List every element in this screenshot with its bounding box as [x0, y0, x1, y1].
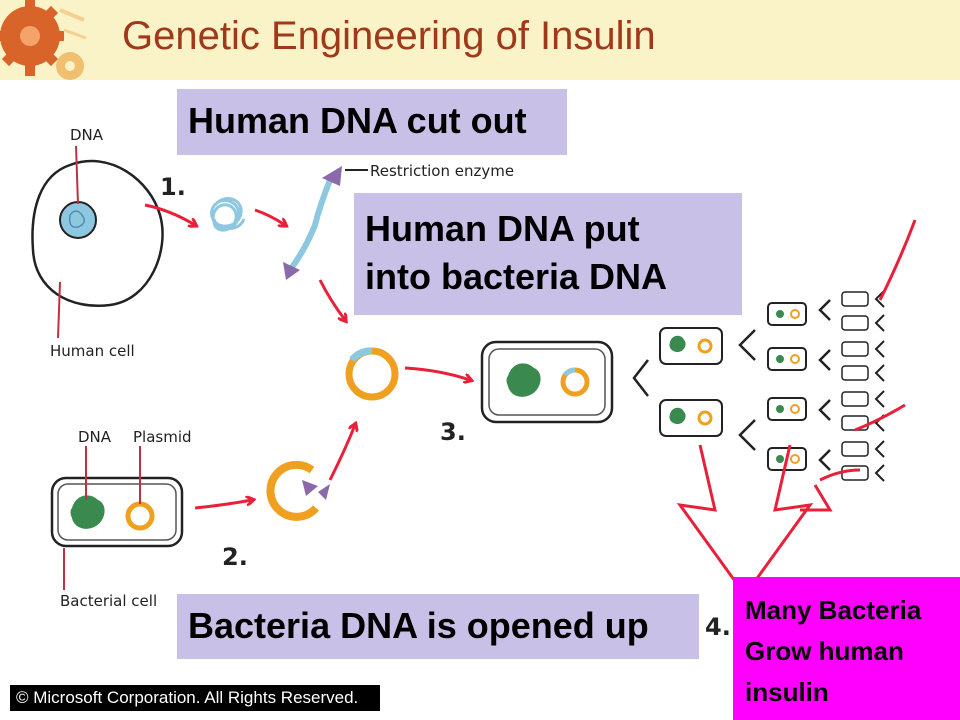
step-2-number: 2.	[222, 543, 248, 571]
callout-grow-line-3: insulin	[745, 677, 829, 707]
step-4-number: 4.	[705, 613, 731, 641]
enzyme-cut-top-icon	[302, 480, 318, 496]
label-bacterial-cell: Bacterial cell	[60, 592, 157, 610]
step-1-number: 1.	[160, 173, 186, 201]
enzyme-top-icon	[322, 166, 342, 186]
arrow-bacterium-to-open	[194, 500, 252, 510]
bacteria-gen-3	[767, 302, 807, 471]
opened-plasmid	[266, 460, 319, 521]
insulin-process-diagram: DNA Human cell 1. Restriction enzyme DNA…	[31, 126, 917, 641]
callout-bacteria-opened: Bacteria DNA is opened up	[177, 594, 699, 659]
dividing-bacteria	[632, 299, 831, 471]
recombinant-bacterium	[480, 340, 614, 424]
arrow-dna-to-fragment	[254, 208, 285, 225]
label-plasmid: Plasmid	[133, 428, 192, 446]
callout-grow-insulin: Many Bacteria Grow human insulin	[733, 577, 960, 720]
callout-grow-line-2: Grow human	[745, 636, 904, 666]
step-3-number: 3.	[440, 418, 466, 446]
bacterial-cell	[50, 476, 184, 548]
slide-title: Genetic Engineering of Insulin	[122, 14, 656, 58]
callout-line-1: Human DNA put	[365, 208, 640, 249]
callout-dna-cut-out: Human DNA cut out	[177, 89, 567, 155]
gear-logo-icon	[0, 0, 88, 80]
human-nucleus	[59, 201, 97, 239]
tangled-dna	[210, 197, 246, 232]
bacteria-gen-4	[841, 291, 869, 481]
callout-line-2: into bacteria DNA	[365, 256, 668, 297]
bacteria-gen-4-chevrons	[874, 290, 885, 482]
label-restriction-enzyme: Restriction enzyme	[370, 162, 514, 180]
copyright-notice: © Microsoft Corporation. All Rights Rese…	[10, 685, 380, 711]
arrow-plasmid-up	[328, 425, 355, 481]
label-human-cell: Human cell	[50, 342, 135, 360]
label-dna-bottom: DNA	[78, 428, 112, 446]
slide-header: Genetic Engineering of Insulin	[0, 0, 960, 80]
enzyme-bottom-icon	[283, 262, 300, 280]
callout-grow-line-1: Many Bacteria	[745, 595, 922, 625]
dna-fragment	[287, 177, 333, 273]
callout-dna-put-into-bacteria: Human DNA put into bacteria DNA	[354, 193, 742, 315]
label-dna-top: DNA	[70, 126, 104, 144]
arrow-to-recombinant	[404, 366, 470, 380]
bacterial-dna-blob	[70, 495, 105, 529]
arrow-cell-to-dna	[144, 203, 195, 225]
process-arrows	[144, 203, 470, 510]
human-cell	[31, 159, 164, 307]
enzyme-cut-bottom-icon	[318, 484, 330, 500]
bacteria-gen-2	[659, 327, 723, 437]
arrow-fragment-to-plasmid	[318, 279, 345, 320]
